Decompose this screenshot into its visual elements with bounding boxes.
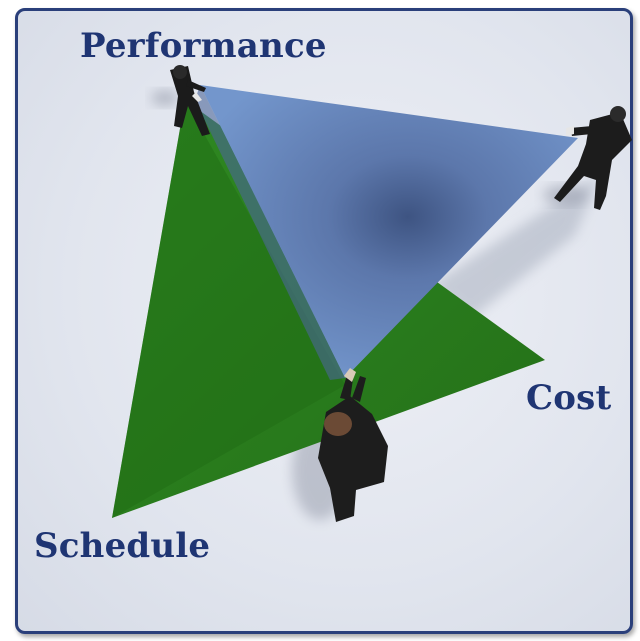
person-bottom-icon xyxy=(318,368,388,522)
green-triangle-fold xyxy=(112,100,345,518)
person-cost-icon xyxy=(554,106,632,210)
person-performance-icon xyxy=(170,65,210,136)
blue-triangle xyxy=(200,85,578,378)
top-person-shadow xyxy=(151,90,179,106)
performance-label: Performance xyxy=(80,26,327,66)
blue-triangle-edge xyxy=(195,85,345,380)
schedule-label: Schedule xyxy=(34,526,211,566)
cost-label: Cost xyxy=(526,378,612,418)
blue-triangle-shadow xyxy=(430,175,600,320)
